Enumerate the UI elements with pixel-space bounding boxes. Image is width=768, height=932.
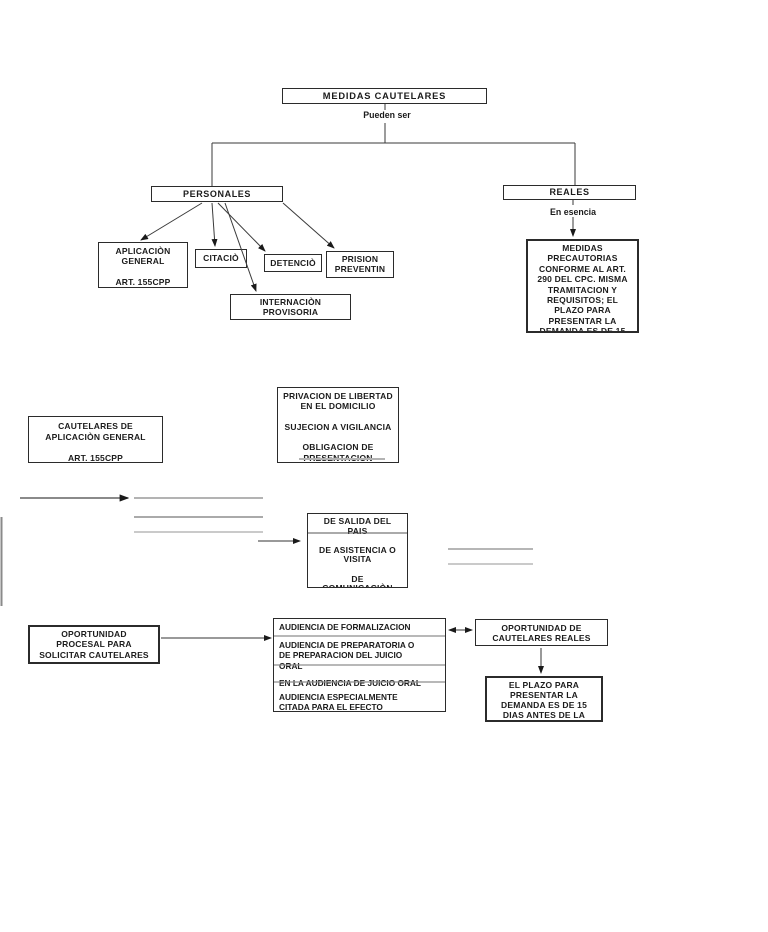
node-oportunidad-procesal: OPORTUNIDAD PROCESAL PARA SOLICITAR CAUT… (28, 625, 160, 664)
node-internacion-provisoria: INTERNACIÒN PROVISORIA (230, 294, 351, 320)
node-personales: PERSONALES (151, 186, 283, 202)
node-prohibiciones: DE SALIDA DEL PAIS DE ASISTENCIA O VISIT… (307, 513, 408, 588)
mid-rule-lines (0, 494, 533, 606)
clipped-text-strip (299, 458, 385, 460)
node-audiencias: AUDIENCIA DE FORMALIZACION AUDIENCIA DE … (273, 618, 446, 712)
node-cautelares-aplicacion-general: CAUTELARES DE APLICACIÒN GENERAL ART. 15… (28, 416, 163, 463)
node-citacion: CITACIÒ (195, 249, 247, 268)
node-aplicacion-general: APLICACIÒN GENERAL ART. 155CPP (98, 242, 188, 288)
audiencia-row-preparatoria: AUDIENCIA DE PREPARATORIA O DE PREPARACI… (279, 640, 415, 671)
node-oportunidad-reales: OPORTUNIDAD DE CAUTELARES REALES (475, 619, 608, 646)
audiencia-row-formalizacion: AUDIENCIA DE FORMALIZACION (279, 622, 411, 632)
node-medidas-precautorias: MEDIDAS PRECAUTORIAS CONFORME AL ART. 29… (526, 239, 639, 333)
label-en-esencia: En esencia (550, 207, 596, 217)
audiencia-row-juicio-oral: EN LA AUDIENCIA DE JUICIO ORAL (279, 678, 421, 688)
label-pueden-ser: Pueden ser (363, 110, 411, 120)
audiencia-row-especialmente-citada: AUDIENCIA ESPECIALMENTE CITADA PARA EL E… (279, 692, 398, 712)
node-detencion: DETENCIÒ (264, 254, 322, 272)
node-prision-preventiva: PRISION PREVENTIN (326, 251, 394, 278)
node-medidas-cautelares: MEDIDAS CAUTELARES (282, 88, 487, 104)
node-plazo-reales: EL PLAZO PARA PRESENTAR LA DEMANDA ES DE… (485, 676, 603, 722)
node-reales: REALES (503, 185, 636, 200)
node-privacion-libertad: PRIVACION DE LIBERTAD EN EL DOMICILIO SU… (277, 387, 399, 463)
